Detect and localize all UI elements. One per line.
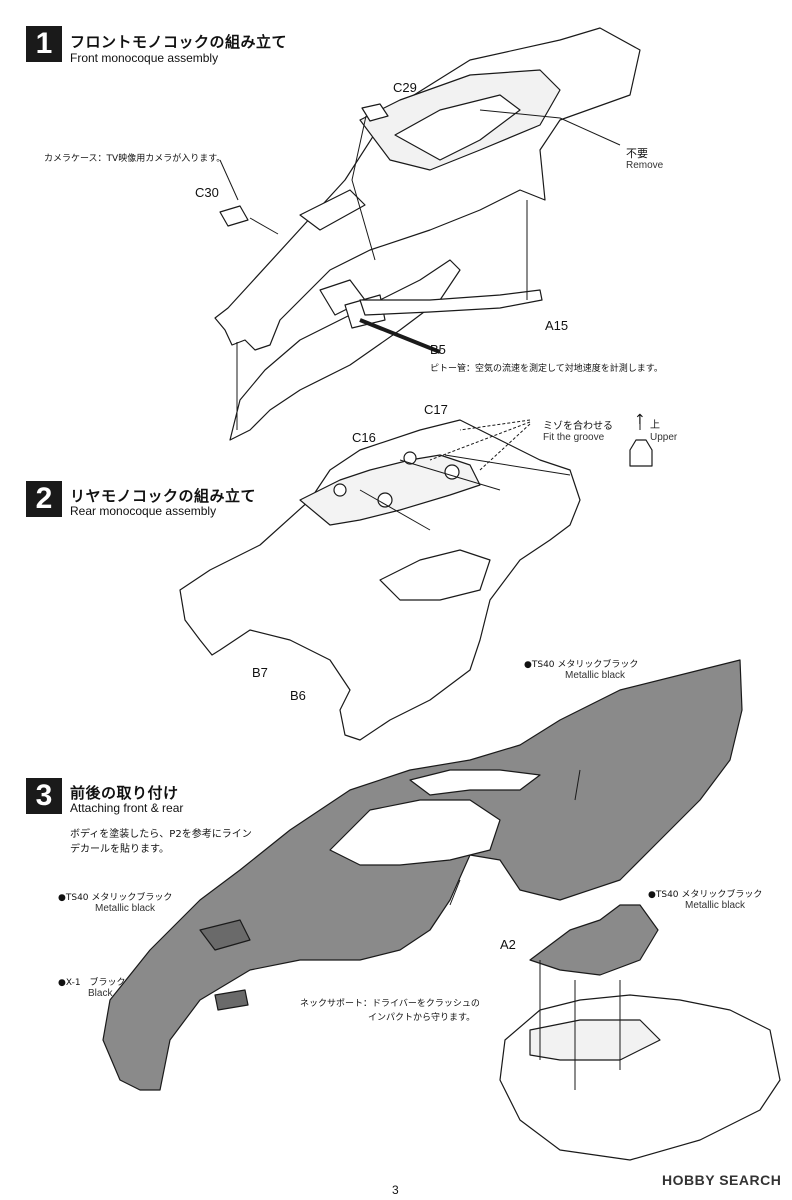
part-label-b6: B6 bbox=[290, 688, 306, 703]
paint-ts40-left-en: Metallic black bbox=[95, 903, 156, 914]
pitot-tube-note: ピトー管：空気の流速を測定して対地速度を計測します。 bbox=[430, 364, 663, 374]
step-2-number: 2 bbox=[26, 481, 62, 517]
part-label-a2: A2 bbox=[500, 937, 516, 952]
camera-case-note: カメラケース：TV映像用カメラが入ります。 bbox=[44, 154, 226, 164]
part-label-c17: C17 bbox=[424, 402, 448, 417]
paint-ts40-right-en: Metallic black bbox=[685, 900, 746, 911]
fit-groove-note-jp: ミゾを合わせる bbox=[543, 421, 613, 432]
step-3-number: 3 bbox=[26, 778, 62, 814]
step-1-number: 1 bbox=[26, 26, 62, 62]
paint-ts40-top-en: Metallic black bbox=[565, 670, 626, 681]
paint-ts40-left-jp: ●TS40 メタリックブラック bbox=[58, 893, 173, 903]
step-2-title-jp: リヤモノコックの組み立て bbox=[70, 487, 257, 505]
remove-note-jp: 不要 bbox=[626, 147, 648, 160]
part-label-c29: C29 bbox=[393, 80, 417, 95]
paint-ts40-top-jp: ●TS40 メタリックブラック bbox=[524, 660, 639, 670]
part-label-a15: A15 bbox=[545, 318, 569, 333]
step-3-title-en: Attaching front & rear bbox=[70, 801, 184, 815]
assembled-body-drawing bbox=[102, 659, 781, 1161]
part-label-c30: C30 bbox=[195, 185, 219, 200]
neck-support-note-line2: インパクトから守ります。 bbox=[368, 1013, 476, 1023]
rear-monocoque-drawing bbox=[179, 419, 653, 741]
part-label-c16: C16 bbox=[352, 430, 376, 445]
decal-note-line1: ボディを塗装したら、P2を参考にライン bbox=[70, 829, 252, 840]
paint-x1-jp: ●X-1 ブラック bbox=[58, 978, 126, 988]
fit-groove-note-en: Fit the groove bbox=[543, 432, 605, 443]
remove-note-en: Remove bbox=[626, 160, 664, 171]
step-2-title-en: Rear monocoque assembly bbox=[70, 504, 217, 518]
decal-note-line2: デカールを貼ります。 bbox=[70, 844, 169, 855]
front-monocoque-drawing bbox=[214, 27, 641, 441]
upper-label-jp: 上 bbox=[650, 420, 660, 431]
paint-x1-en: Black bbox=[88, 988, 113, 999]
part-label-b5: B5 bbox=[430, 342, 446, 357]
watermark-logo: HOBBY SEARCH bbox=[662, 1172, 782, 1188]
neck-support-note-line1: ネックサポート：ドライバーをクラッシュの bbox=[300, 999, 480, 1009]
upper-arrow-icon: ↑ bbox=[634, 412, 646, 428]
step-3-title-jp: 前後の取り付け bbox=[70, 784, 179, 802]
part-label-b7: B7 bbox=[252, 665, 268, 680]
step-1-title-en: Front monocoque assembly bbox=[70, 51, 219, 65]
step-1-title-jp: フロントモノコックの組み立て bbox=[70, 33, 288, 51]
paint-ts40-right-jp: ●TS40 メタリックブラック bbox=[648, 890, 763, 900]
page-number: 3 bbox=[392, 1183, 399, 1197]
upper-label-en: Upper bbox=[650, 432, 678, 443]
